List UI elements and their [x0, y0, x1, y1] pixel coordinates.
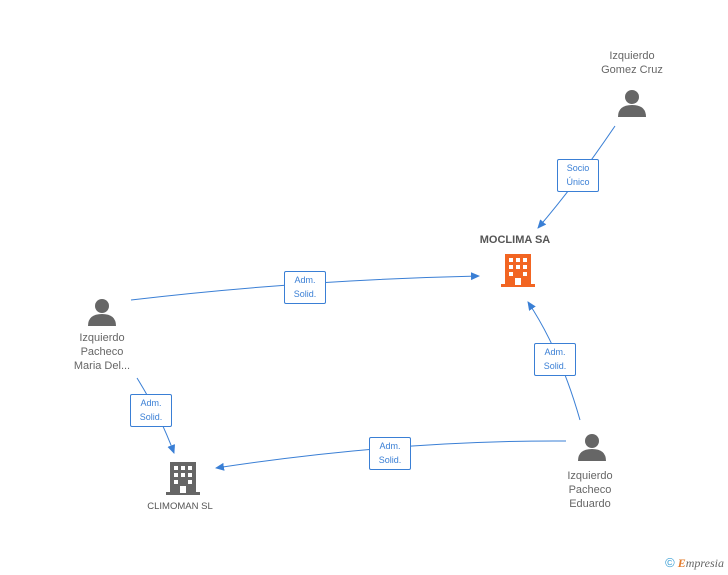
person-label-gomez[interactable]: Izquierdo Gomez Cruz — [580, 49, 684, 77]
person-icon — [578, 434, 606, 461]
name-line: Pacheco — [568, 484, 612, 496]
relation-line: Socio — [566, 163, 590, 173]
relation-line: Único — [566, 177, 590, 187]
relation-line: Adm. — [140, 398, 162, 408]
relation-line: Solid. — [378, 455, 402, 465]
person-icon — [88, 299, 116, 326]
relation-label-socio-unico[interactable]: Socio Único — [557, 159, 599, 192]
person-label-eduardo[interactable]: Izquierdo Pacheco Eduardo — [538, 469, 642, 511]
relation-line: Solid. — [293, 289, 317, 299]
relation-line: Solid. — [543, 361, 567, 371]
company-label-climoman[interactable]: CLIMOMAN SL — [147, 501, 213, 512]
relation-line: Solid. — [139, 412, 163, 422]
name-line: Pacheco — [80, 346, 124, 358]
name-line: Izquierdo — [609, 50, 655, 62]
person-icon — [618, 90, 646, 117]
relation-label-adm-solid[interactable]: Adm. Solid. — [130, 394, 172, 427]
relation-line: Adm. — [379, 441, 401, 451]
name-line: Maria Del... — [73, 360, 131, 372]
name-line: Izquierdo — [79, 332, 125, 344]
empresia-logo[interactable]: ©Empresia — [665, 555, 724, 571]
relation-label-adm-solid[interactable]: Adm. Solid. — [534, 343, 576, 376]
name-line: Eduardo — [569, 498, 611, 510]
relation-label-adm-solid[interactable]: Adm. Solid. — [284, 271, 326, 304]
brand-initial: E — [677, 556, 686, 570]
brand-text: Empresia — [678, 556, 724, 570]
building-icon — [501, 254, 535, 287]
relation-line: Adm. — [544, 347, 566, 357]
relation-line: Adm. — [294, 275, 316, 285]
brand-rest: mpresia — [685, 556, 724, 570]
name-line: Gomez Cruz — [601, 64, 663, 76]
name-line: Izquierdo — [567, 470, 613, 482]
person-label-maria[interactable]: Izquierdo Pacheco Maria Del... — [50, 331, 154, 373]
relation-label-adm-solid[interactable]: Adm. Solid. — [369, 437, 411, 470]
copyright-symbol: © — [665, 555, 675, 570]
building-icon — [166, 462, 200, 495]
company-label-moclima[interactable]: MOCLIMA SA — [479, 234, 551, 246]
